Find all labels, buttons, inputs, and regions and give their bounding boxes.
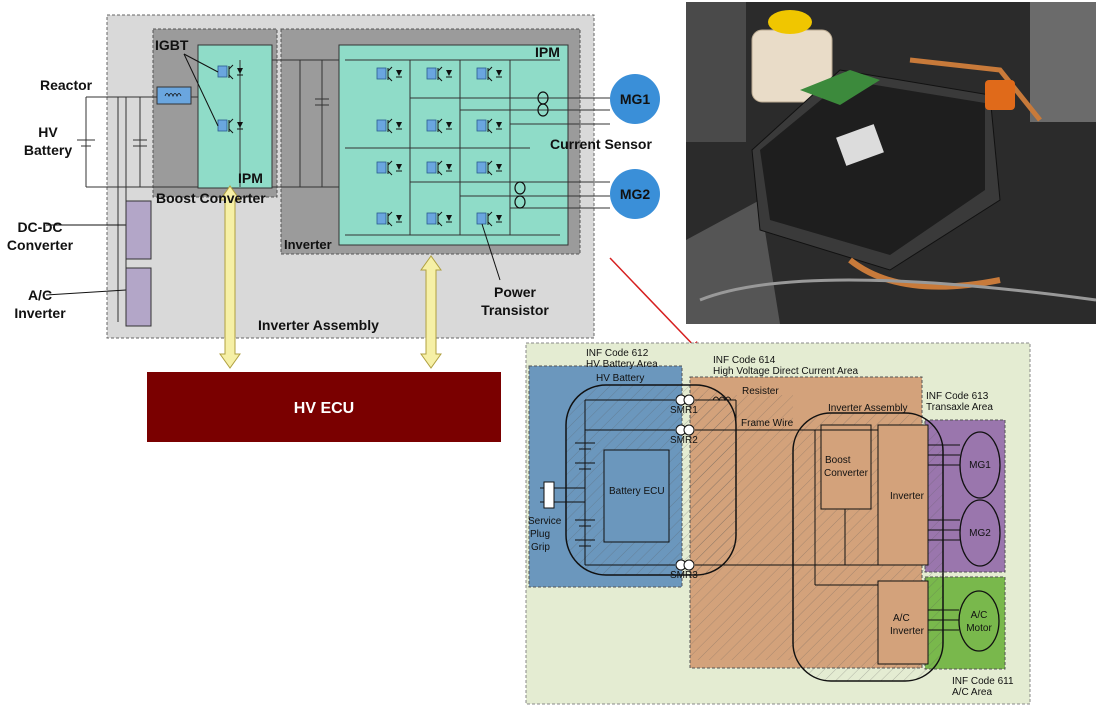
mg2-circle	[610, 169, 660, 219]
mg1-circle	[610, 74, 660, 124]
ac-motor-label-1: A/C	[971, 610, 988, 621]
boost-label-2: Converter	[824, 468, 869, 479]
smr3-label: SMR3	[670, 570, 698, 581]
inf611-label-2: A/C Area	[952, 687, 992, 698]
inf614-label-1: INF Code 614	[713, 355, 776, 366]
inverter-label-bottom: Inverter	[890, 491, 925, 502]
boost-converter-label: Boost Converter	[156, 190, 266, 206]
smr1-label: SMR1	[670, 405, 698, 416]
ac-inverter-label-2: Inverter	[14, 305, 66, 321]
mg1-label-bottom: MG1	[969, 460, 991, 471]
ac-inverter-box	[125, 267, 152, 327]
ac-motor-ellipse	[958, 590, 1000, 652]
top-power-diagram: Reactor HV Battery DC-DC Converter A/C I…	[7, 14, 660, 442]
ac-motor-label-2: Motor	[966, 623, 992, 634]
smr2-label: SMR2	[670, 435, 698, 446]
ac-inverter-label-1: A/C	[28, 287, 52, 303]
arrow-right	[420, 255, 442, 369]
frame-wire-label: Frame Wire	[741, 418, 794, 429]
ipm-right-label: IPM	[535, 44, 560, 60]
hv-battery-label-2: Battery	[24, 142, 72, 158]
inf612-label-1: INF Code 612	[586, 348, 649, 359]
dcdc-label-1: DC-DC	[17, 219, 62, 235]
mg1-label: MG1	[620, 91, 651, 107]
inverter-label: Inverter	[284, 237, 332, 252]
inverter-assembly-label-bottom: Inverter Assembly	[828, 403, 907, 414]
hv-ecu-box	[147, 372, 501, 442]
inverter-assembly-label: Inverter Assembly	[258, 317, 379, 333]
mg2-label-bottom: MG2	[969, 528, 991, 539]
bottom-area-diagram: INF Code 612 HV Battery Area INF Code 61…	[525, 342, 1031, 705]
ipm-left-label: IPM	[238, 170, 263, 186]
mg2-ellipse	[959, 499, 1001, 567]
boost-converter-box-bottom	[820, 424, 872, 510]
ipm-right	[338, 44, 569, 246]
inf611-label-1: INF Code 611	[952, 676, 1014, 687]
power-transistor-label-1: Power	[494, 284, 537, 300]
inverter-box-bottom	[877, 424, 929, 566]
inf613-label-2: Transaxle Area	[926, 402, 993, 413]
dcdc-box	[125, 200, 152, 260]
boost-label-1: Boost	[825, 455, 851, 466]
power-transistor-label-2: Transistor	[481, 302, 549, 318]
hv-ecu-label: HV ECU	[294, 400, 354, 417]
inf612-label-2: HV Battery Area	[586, 359, 658, 370]
hv-battery-label-1: HV	[38, 124, 58, 140]
battery-ecu-box	[603, 449, 670, 543]
current-sensor-coils	[514, 91, 549, 209]
hv-battery-label-bottom: HV Battery	[596, 373, 644, 384]
bottom-wiring	[540, 396, 960, 631]
service-plug-label-3: Grip	[531, 542, 550, 553]
ipm-left	[197, 44, 273, 189]
current-sensor-label: Current Sensor	[550, 136, 652, 152]
engine-bay-photo	[686, 2, 1097, 324]
reactor-label: Reactor	[40, 77, 93, 93]
ac-inverter-label-bottom-1: A/C	[893, 613, 910, 624]
igbt-label: IGBT	[155, 37, 189, 53]
arrow-left	[219, 185, 241, 369]
mg2-label: MG2	[620, 186, 651, 202]
inf614-label-2: High Voltage Direct Current Area	[713, 366, 859, 377]
battery-ecu-label: Battery ECU	[609, 486, 665, 497]
dcdc-label-2: Converter	[7, 237, 74, 253]
reactor-coil	[156, 86, 192, 105]
ac-inverter-label-bottom-2: Inverter	[890, 626, 925, 637]
pointer-lines	[45, 53, 501, 296]
inf613-label-1: INF Code 613	[926, 391, 989, 402]
ac-inverter-box-bottom	[877, 580, 929, 665]
red-pointer-arrow	[609, 257, 701, 353]
service-plug-label-1: Service	[528, 516, 562, 527]
service-plug-label-2: Plug	[530, 529, 550, 540]
resister-label: Resister	[742, 386, 779, 397]
